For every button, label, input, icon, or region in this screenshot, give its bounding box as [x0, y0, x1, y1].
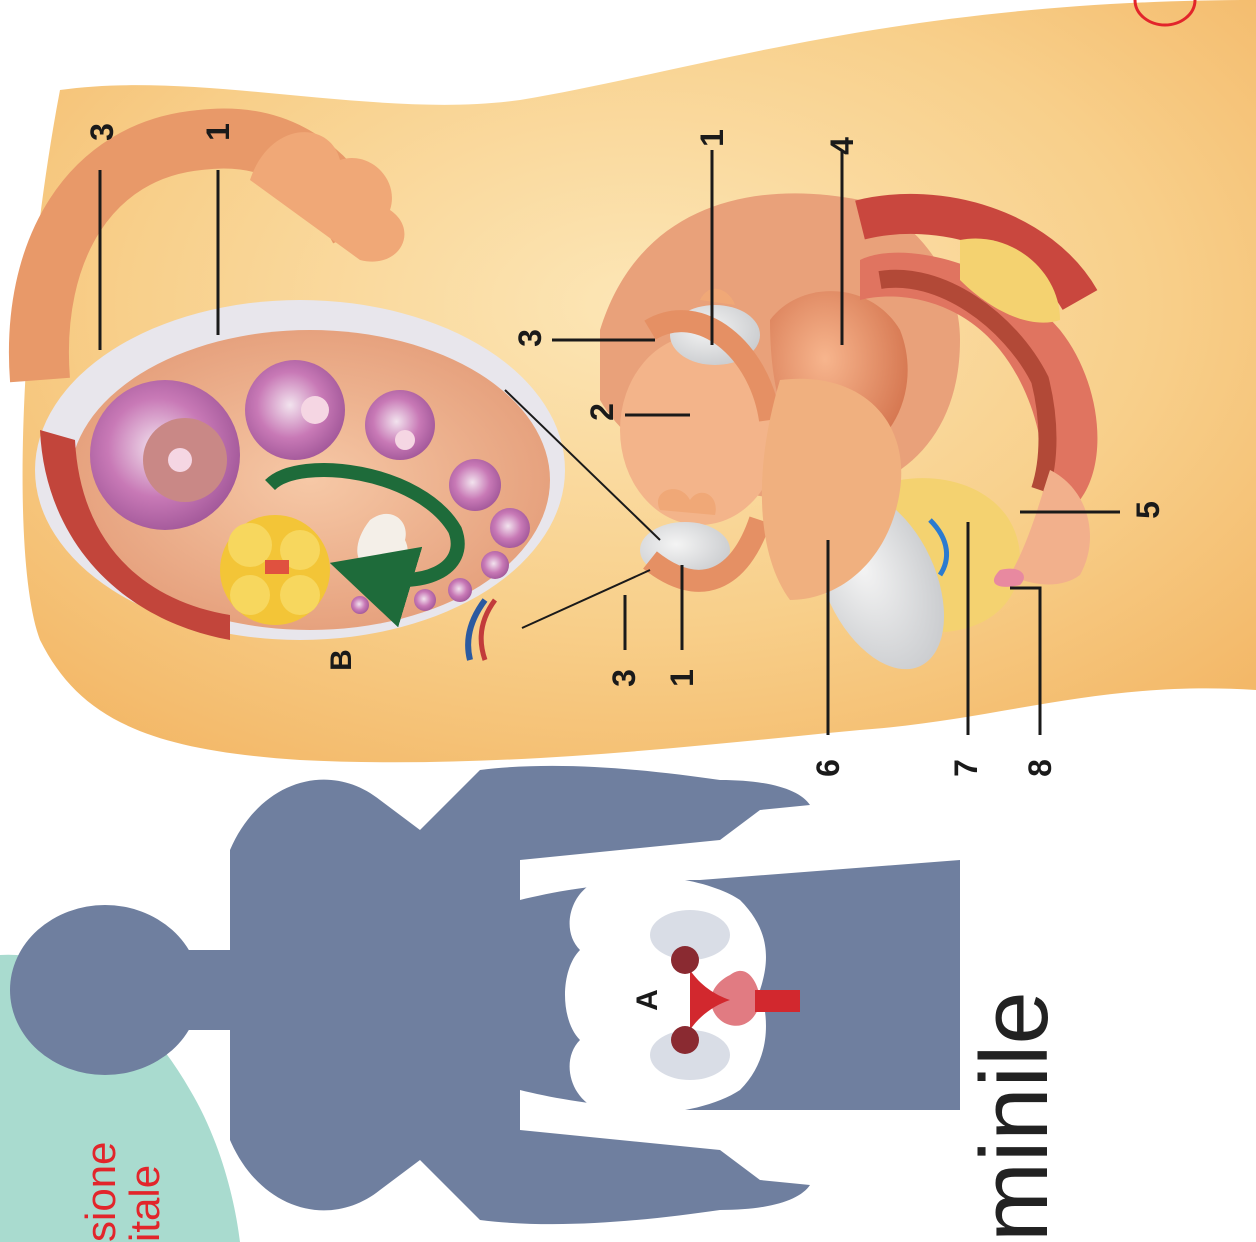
label-1-bot: 1: [662, 658, 702, 698]
label-7: 7: [946, 748, 986, 788]
label-b-3: 3: [82, 112, 122, 152]
sidebar-text-line1: sione: [78, 1142, 124, 1242]
label-3-bot: 3: [604, 658, 644, 698]
panel-b-letter: B: [322, 640, 362, 680]
label-3-top: 3: [510, 318, 550, 358]
label-1-top: 1: [692, 118, 732, 158]
sidebar-text-line2: itale: [122, 1165, 168, 1242]
label-6: 6: [808, 748, 848, 788]
label-b-1: 1: [198, 112, 238, 152]
label-2: 2: [582, 392, 622, 432]
panel-a-letter: A: [628, 980, 668, 1020]
label-8: 8: [1020, 748, 1060, 788]
page-heading: minile: [960, 991, 1070, 1242]
label-4: 4: [822, 126, 862, 166]
label-5: 5: [1128, 490, 1168, 530]
